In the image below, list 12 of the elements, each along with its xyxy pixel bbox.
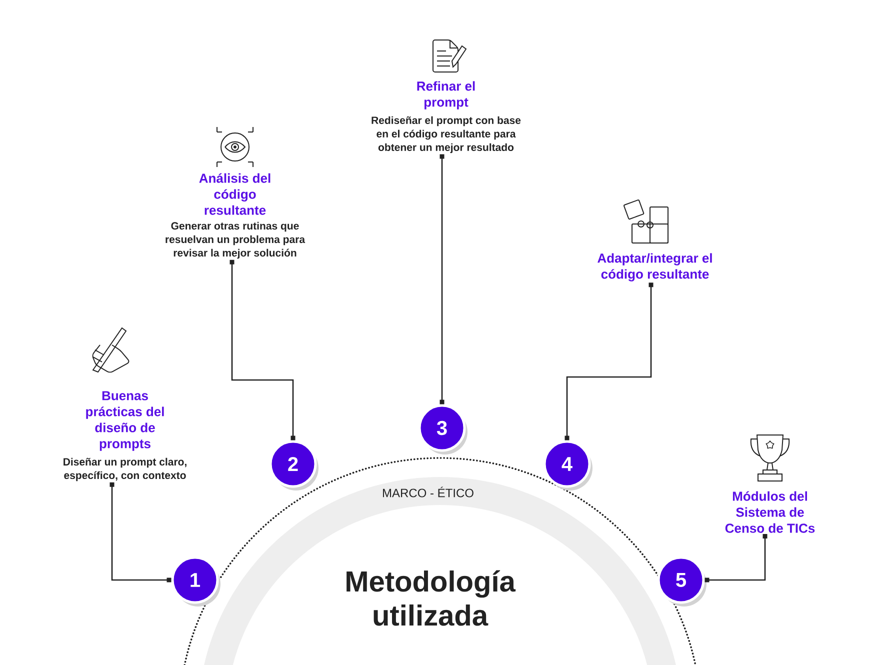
step-text: Adaptar/integrar el código resultante [598, 253, 712, 282]
leader-line [440, 154, 444, 404]
leader-line [704, 534, 768, 582]
leader-line [230, 260, 296, 440]
title-text: Metodología utilizada [346, 570, 516, 626]
step-text: Módulos del Sistema de Censo de TICs [725, 491, 815, 533]
step-text: Análisis del código resultante Generar otras rutinas que resuelvan un problema para revisar la mejor solución [166, 173, 306, 259]
band-label: MARCO - ÉTICO [383, 486, 474, 498]
step-text: Buenas prácticas del diseño de prompts Diseñar un prompt claro, específico, con contexto [64, 391, 186, 482]
leader-line [110, 482, 172, 582]
leader-line [564, 282, 654, 440]
step-text: Refinar el prompt Rediseñar el prompt con base en el código resultante para obtener un mejor resultado [372, 81, 521, 154]
